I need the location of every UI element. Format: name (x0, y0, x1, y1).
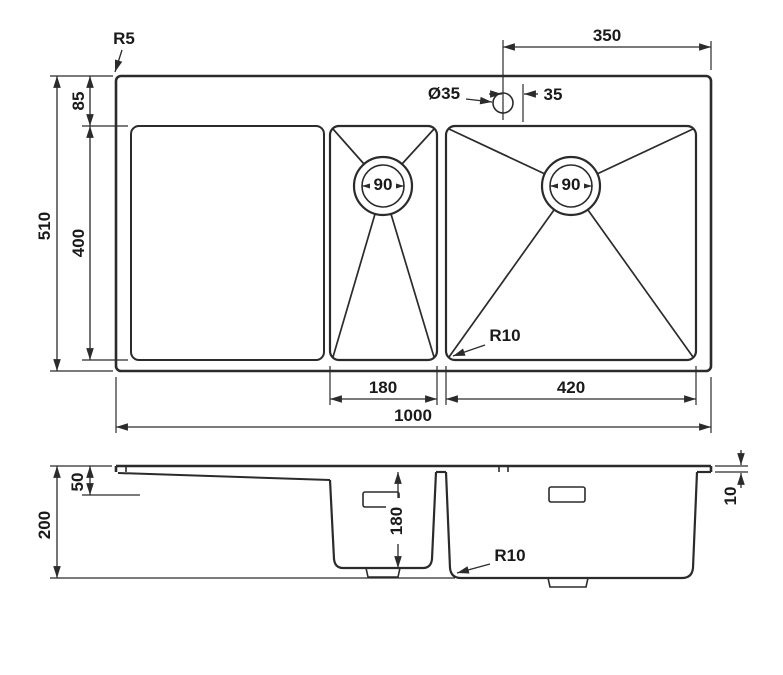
dim-180-label: 180 (369, 378, 397, 397)
faucet-hole-callout: Ø35 (428, 84, 493, 105)
r5-label: R5 (113, 29, 135, 48)
r5-callout: R5 (113, 29, 135, 73)
dim-10-label: 10 (721, 487, 740, 506)
side-view: 200 50 180 10 R10 (35, 450, 748, 588)
dim-1000-label: 1000 (394, 406, 432, 425)
dim-50-label: 50 (68, 473, 87, 492)
large-drain-diameter-label: 90 (562, 175, 581, 194)
sink-outline (114, 74, 713, 373)
small-bowl (328, 124, 439, 362)
left-dimensions: 510 85 400 (35, 75, 128, 372)
small-bowl-drain: 90 (352, 155, 414, 217)
small-bowl-diagonals (332, 128, 435, 358)
large-bowl-waste (548, 486, 586, 503)
small-bowl-drain-fitting (365, 567, 401, 578)
dim-510-label: 510 (35, 212, 54, 240)
drainboard-section (117, 472, 331, 481)
small-bowl-section (328, 471, 438, 570)
dim-200-label: 200 (35, 511, 54, 539)
r10-callout-top: R10 (452, 326, 521, 357)
dim-350: 350 (503, 26, 712, 70)
side-left-dimensions: 200 50 (35, 465, 455, 579)
dim-bowl-depth: 180 (386, 472, 406, 568)
r10-top-label: R10 (489, 326, 520, 345)
r10-callout-side: R10 (456, 546, 526, 574)
large-bowl-diagonals (448, 128, 694, 358)
dim-350-label: 350 (593, 26, 621, 45)
large-bowl (444, 124, 698, 362)
dim-420-label: 420 (557, 378, 585, 397)
top-view: 90 90 Ø35 35 (35, 26, 713, 433)
dim-rim-thickness: 10 (715, 450, 748, 505)
bottom-dimensions: 180 420 1000 (115, 366, 712, 433)
rim-profile (114, 464, 713, 474)
dim-400-label: 400 (69, 229, 88, 257)
dim-180-side-label: 180 (387, 507, 406, 535)
small-drain-diameter-label: 90 (374, 175, 393, 194)
faucet-hole (492, 40, 514, 120)
dim-85-label: 85 (69, 92, 88, 111)
dim-35-label: 35 (544, 85, 563, 104)
hole-diameter-label: Ø35 (428, 84, 460, 103)
r10-side-label: R10 (494, 546, 525, 565)
large-bowl-drain: 90 (540, 155, 602, 217)
large-bowl-drain-fitting (547, 577, 589, 588)
drainboard (130, 125, 325, 361)
dim-35: 35 (489, 84, 562, 122)
large-bowl-section (444, 471, 699, 580)
